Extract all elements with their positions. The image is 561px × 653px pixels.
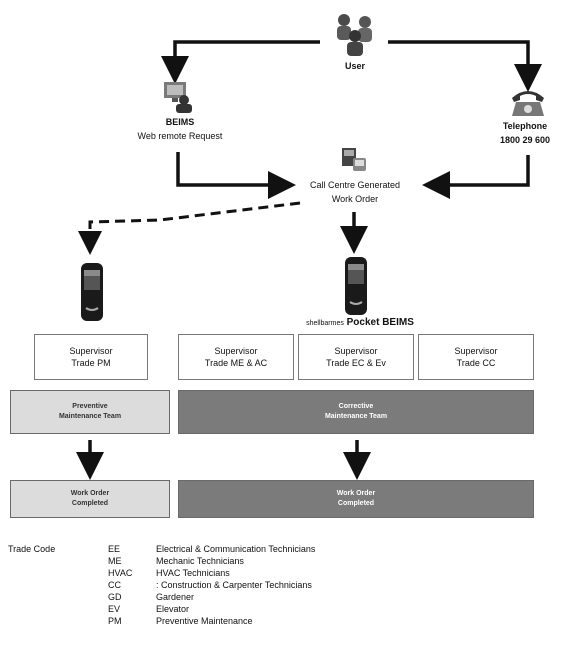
supervisor-label: Supervisor xyxy=(334,346,378,356)
supervisor-trade: Trade CC xyxy=(456,358,496,368)
legend-desc: Preventive Maintenance xyxy=(156,616,253,626)
beims-title: BEIMS xyxy=(165,117,195,127)
pocket-beims-label: shellbarmes Pocket BEIMS xyxy=(260,317,460,330)
telephone-number: 1800 29 600 xyxy=(499,135,551,145)
legend-desc: : Construction & Carpenter Technicians xyxy=(156,580,312,590)
legend-row: EV Elevator xyxy=(108,604,548,616)
supervisor-trade: Trade EC & Ev xyxy=(326,358,386,368)
supervisor-label: Supervisor xyxy=(454,346,498,356)
supervisor-label: Supervisor xyxy=(214,346,258,356)
legend-row: EE Electrical & Communication Technician… xyxy=(108,544,548,556)
call-centre-icon xyxy=(340,146,368,174)
user-label: User xyxy=(344,61,365,71)
pocket-prefix: shellbarmes xyxy=(306,320,344,327)
legend-row: CC : Construction & Carpenter Technician… xyxy=(108,580,548,592)
supervisor-label: Supervisor xyxy=(69,346,113,356)
call-centre-line2: Work Order xyxy=(331,194,379,204)
legend-code: ME xyxy=(108,556,122,566)
beims-subtitle: Web remote Request xyxy=(137,131,223,141)
supervisor-box-pm: Supervisor Trade PM xyxy=(34,334,148,380)
completed-line2: Completed xyxy=(337,500,375,507)
legend-row: ME Mechanic Technicians xyxy=(108,556,548,568)
corrective-team-box: Corrective Maintenance Team xyxy=(178,390,534,434)
legend-title: Trade Code xyxy=(8,544,56,554)
legend-desc: Electrical & Communication Technicians xyxy=(156,544,316,554)
supervisor-trade: Trade PM xyxy=(71,358,111,368)
supervisor-box-me-ac: Supervisor Trade ME & AC xyxy=(178,334,294,380)
legend-desc: Elevator xyxy=(156,604,190,614)
pocket-title: Pocket BEIMS xyxy=(346,317,414,328)
legend-code: HVAC xyxy=(108,568,133,578)
team-line2: Maintenance Team xyxy=(58,413,122,420)
trade-code-legend: EE Electrical & Communication Technician… xyxy=(108,544,548,644)
legend-row: PM Preventive Maintenance xyxy=(108,616,548,628)
arrow-beims-to-callcentre xyxy=(176,152,296,199)
pda-icon-left xyxy=(80,262,104,322)
pda-icon-center xyxy=(344,256,368,316)
arrow-telephone-to-callcentre xyxy=(422,155,530,199)
call-centre-line1: Call Centre Generated xyxy=(309,180,401,190)
arrow-user-to-beims xyxy=(161,40,320,84)
dashed-arrow-to-pm xyxy=(78,201,301,255)
computer-user-icon xyxy=(160,80,194,114)
legend-row: HVAC HVAC Technicians xyxy=(108,568,548,580)
arrow-user-to-telephone xyxy=(388,40,542,92)
legend-desc: Gardener xyxy=(156,592,195,602)
team-line1: Corrective xyxy=(338,403,374,410)
telephone-title: Telephone xyxy=(502,121,548,131)
completed-line1: Work Order xyxy=(70,490,110,497)
legend-code: GD xyxy=(108,592,122,602)
user-icon xyxy=(330,8,380,58)
supervisor-box-ec-ev: Supervisor Trade EC & Ev xyxy=(298,334,414,380)
legend-code: CC xyxy=(108,580,121,590)
supervisor-trade: Trade ME & AC xyxy=(204,358,268,368)
preventive-team-box: Preventive Maintenance Team xyxy=(10,390,170,434)
supervisor-box-cc: Supervisor Trade CC xyxy=(418,334,534,380)
team-line2: Maintenance Team xyxy=(324,413,388,420)
completed-box-right: Work Order Completed xyxy=(178,480,534,518)
completed-line1: Work Order xyxy=(336,490,376,497)
telephone-icon xyxy=(508,84,548,118)
legend-code: EV xyxy=(108,604,121,614)
legend-code: EE xyxy=(108,544,121,554)
legend-row: GD Gardener xyxy=(108,592,548,604)
legend-desc: Mechanic Technicians xyxy=(156,556,244,566)
completed-line2: Completed xyxy=(71,500,109,507)
completed-box-left: Work Order Completed xyxy=(10,480,170,518)
legend-code: PM xyxy=(108,616,122,626)
team-line1: Preventive xyxy=(72,403,108,410)
legend-desc: HVAC Technicians xyxy=(156,568,230,578)
